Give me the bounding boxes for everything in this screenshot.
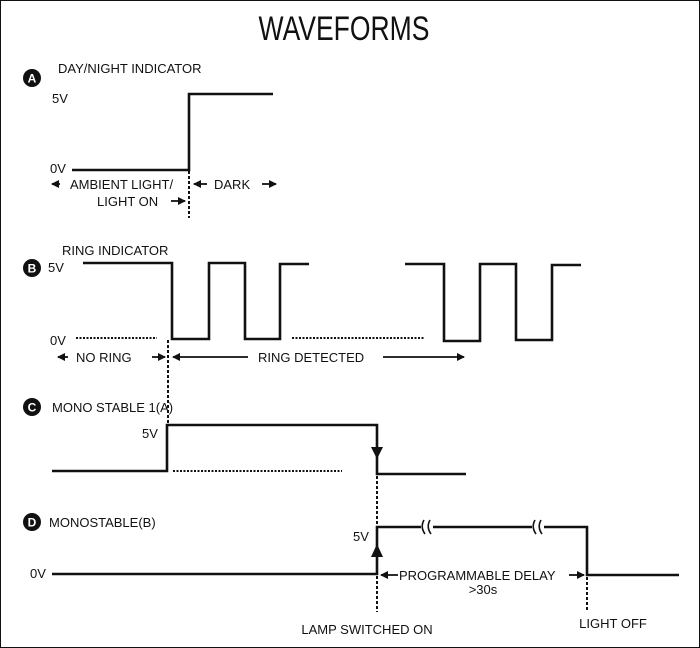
badge-b-letter: B — [28, 262, 37, 276]
badge-a-icon — [23, 69, 41, 87]
badge-c-letter: C — [28, 401, 37, 415]
label-ring-detected: RING DETECTED — [258, 350, 364, 365]
diagram-title: WAVEFORMS — [259, 10, 430, 48]
panel-a-waveform — [72, 92, 273, 172]
label-light-on: LIGHT ON — [97, 194, 158, 209]
badge-a-letter: A — [28, 72, 37, 86]
panel-b-waveform-burst-1 — [83, 261, 309, 341]
panel-c-waveform — [52, 423, 466, 476]
badge-d-icon — [23, 513, 41, 531]
badge-b-icon — [23, 259, 41, 277]
panel-d-title: MONOSTABLE(B) — [49, 515, 156, 530]
panel-a-day-night: A DAY/NIGHT INDICATOR 5V 0V AMBIENT LIGH… — [23, 61, 277, 218]
break-symbol-icon — [532, 519, 544, 535]
panel-b-0v-label: 0V — [50, 333, 66, 348]
panel-c-monostable-a: C MONO STABLE 1(A) 5V — [23, 398, 466, 612]
label-dark: DARK — [214, 177, 250, 192]
label-programmable-delay: PROGRAMMABLE DELAY — [399, 568, 556, 583]
panel-a-5v-label: 5V — [52, 91, 68, 106]
label-no-ring: NO RING — [76, 350, 132, 365]
panel-b-title: RING INDICATOR — [62, 243, 168, 258]
label-delay-duration: >30s — [469, 582, 498, 597]
panel-b-5v-label: 5V — [48, 260, 64, 275]
arrow-down-icon — [371, 447, 383, 459]
panel-b-waveform-burst-2 — [405, 262, 581, 343]
panel-c-5v-label: 5V — [142, 426, 158, 441]
badge-d-letter: D — [28, 516, 37, 530]
label-ambient-light: AMBIENT LIGHT/ — [70, 177, 173, 192]
badge-c-icon — [23, 398, 41, 416]
panel-a-title: DAY/NIGHT INDICATOR — [58, 61, 202, 76]
arrow-up-icon — [371, 544, 383, 557]
panel-d-monostable-b: D MONOSTABLE(B) 5V 0V PROGRAMMABLE DELAY… — [23, 513, 679, 637]
panel-c-title: MONO STABLE 1(A) — [52, 400, 173, 415]
panel-a-0v-label: 0V — [50, 161, 66, 176]
panel-d-5v-label: 5V — [353, 529, 369, 544]
panel-b-ring-indicator: B RING INDICATOR 5V 0V NO RING RING DETE… — [23, 243, 581, 425]
label-lamp-switched-on: LAMP SWITCHED ON — [301, 622, 432, 637]
label-light-off: LIGHT OFF — [579, 616, 647, 631]
panel-d-0v-label: 0V — [30, 566, 46, 581]
break-symbol-icon — [421, 519, 433, 535]
panel-d-waveform — [52, 525, 679, 577]
